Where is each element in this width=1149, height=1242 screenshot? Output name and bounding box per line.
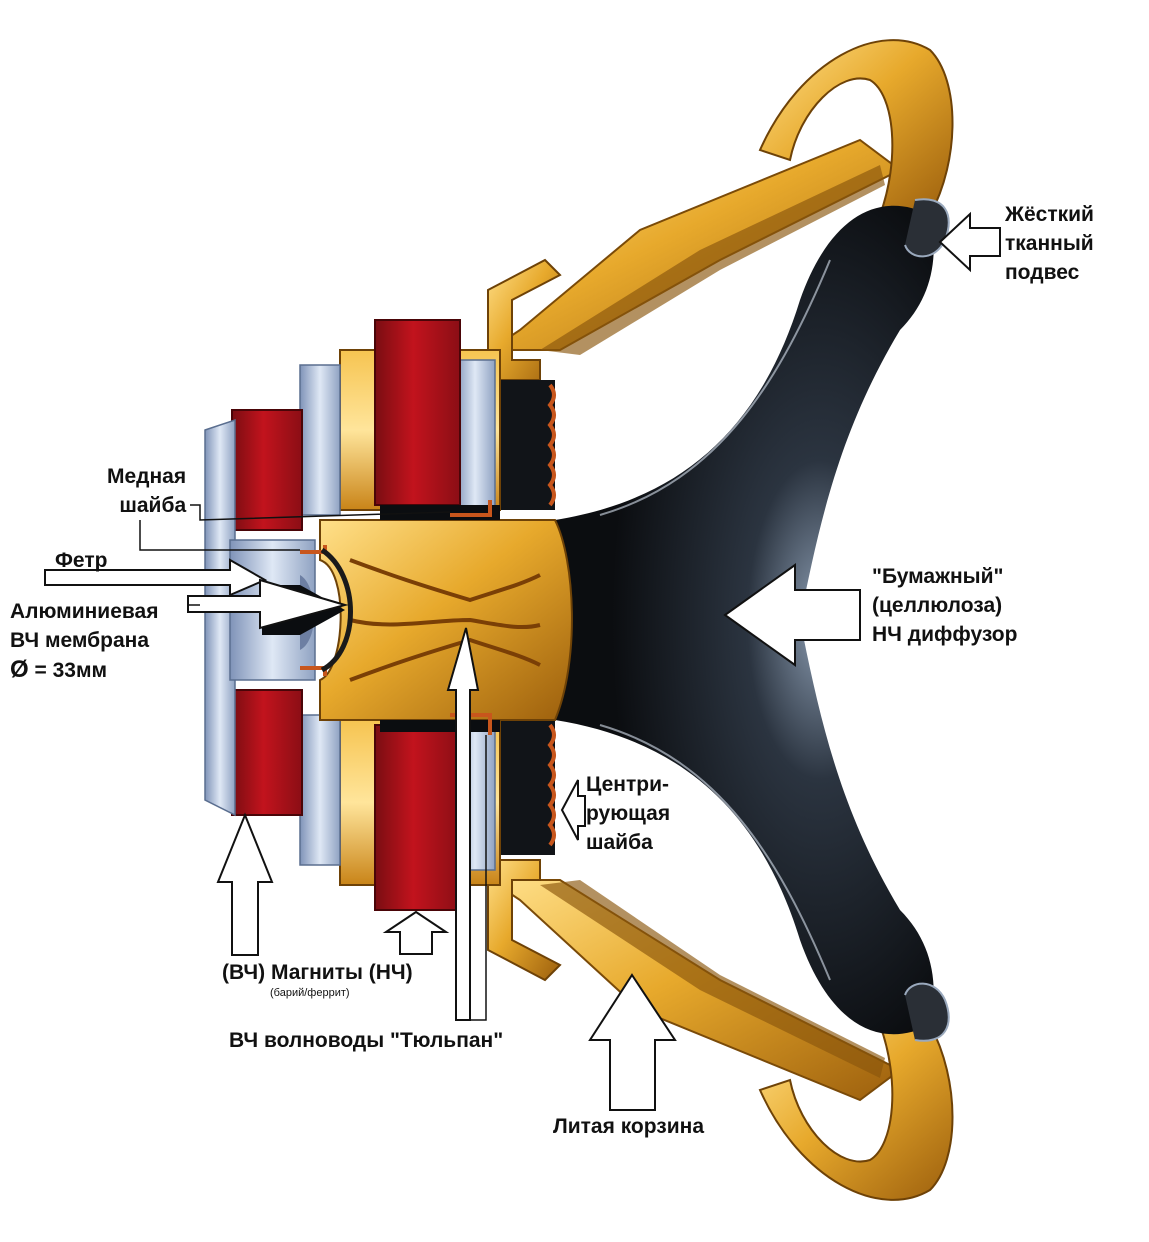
cast-basket	[486, 39, 954, 1201]
callout-arrows	[44, 211, 1001, 1111]
label-magnets-text: (ВЧ) Магниты (НЧ)	[222, 961, 413, 984]
spacer-ring-top	[299, 364, 341, 516]
label-copper-washer: Медная шайба	[107, 462, 186, 520]
label-spider: Центри- рующая шайба	[586, 770, 670, 857]
blue-plate-top	[454, 359, 496, 511]
hf-dome	[320, 547, 353, 673]
arrow-suspension-icon	[938, 211, 1001, 273]
cone-highlight-bottom	[599, 724, 831, 981]
label-magnets: (ВЧ) Магниты (НЧ)	[222, 958, 413, 987]
label-cone-line1: "Бумажный"	[872, 565, 1004, 588]
gap-bottom	[380, 720, 500, 732]
hf-magnet-top	[231, 409, 303, 531]
label-suspension-line3: подвес	[1005, 261, 1080, 284]
basket-flange-bottom	[487, 859, 562, 982]
waveguide-channel-2	[349, 617, 541, 630]
label-hf-membrane-line2: ВЧ мембрана	[10, 629, 149, 652]
label-suspension: Жёсткий тканный подвес	[1005, 200, 1094, 287]
label-cone: "Бумажный" (целлюлоза) НЧ диффузор	[872, 562, 1017, 649]
label-copper-washer-line2: шайба	[119, 494, 187, 517]
label-waveguides: ВЧ волноводы "Тюльпан"	[229, 1026, 503, 1055]
magnet-assembly	[204, 319, 573, 911]
label-magnets-material: (барий/феррит)	[270, 987, 350, 1000]
label-hf-membrane-line1: Алюминиевая	[10, 600, 159, 623]
basket-strut-top-inner	[540, 165, 885, 355]
label-spider-line3: шайба	[586, 831, 653, 854]
leader-waveguide-2	[470, 735, 487, 1021]
arrow-felt-icon	[44, 558, 268, 597]
label-hf-membrane-diameter: = 33мм	[34, 659, 108, 682]
label-felt-text: Фетр	[55, 549, 108, 572]
cone-highlight-top	[599, 259, 831, 516]
spider-holder-top	[500, 380, 555, 510]
hf-magnet-bottom	[231, 689, 303, 816]
spider-wave-top	[547, 383, 556, 507]
leader-copper-washer-hf	[139, 520, 300, 551]
spacer-ring-bottom	[299, 714, 341, 866]
label-waveguides-text: ВЧ волноводы "Тюльпан"	[229, 1029, 504, 1052]
basket-strut-bottom-inner	[540, 880, 885, 1078]
lf-magnet-bottom	[374, 724, 461, 911]
label-hf-membrane-line3: Ø = 33мм	[10, 655, 158, 685]
arrow-cone-icon	[723, 563, 861, 667]
leader-copper-washer	[190, 504, 451, 521]
label-cone-line2: (целлюлоза)	[872, 594, 1003, 617]
copper-washer-top	[450, 500, 492, 517]
label-copper-washer-line1: Медная	[107, 465, 187, 488]
arrow-membrane-icon	[187, 578, 349, 630]
label-basket: Литая корзина	[553, 1112, 704, 1141]
label-suspension-line1: Жёсткий	[1005, 203, 1094, 226]
lf-magnet-top	[374, 319, 461, 506]
leader-lines	[139, 504, 487, 1021]
arrow-spider-icon	[560, 779, 586, 841]
label-spider-line2: рующая	[586, 802, 671, 825]
spider	[500, 380, 556, 855]
arrow-hf-magnet-icon	[216, 812, 274, 956]
label-magnets-material-text: (барий/феррит)	[270, 987, 350, 999]
waveguide-channel-1	[349, 558, 541, 603]
arrow-waveguide-icon	[446, 627, 480, 1021]
arrow-lf-magnet-icon	[382, 910, 450, 955]
label-felt: Фетр	[55, 546, 107, 575]
label-cone-line3: НЧ диффузор	[872, 623, 1018, 646]
label-basket-text: Литая корзина	[553, 1115, 705, 1138]
label-spider-line1: Центри-	[586, 773, 669, 796]
label-hf-membrane: Алюминиевая ВЧ мембрана Ø = 33мм	[10, 597, 158, 685]
spider-holder-bottom	[500, 720, 555, 855]
surround-bottom	[904, 982, 950, 1042]
diameter-symbol: Ø	[10, 656, 29, 683]
spider-wave-bottom	[547, 723, 556, 847]
arrow-basket-icon	[588, 973, 677, 1111]
label-suspension-line2: тканный	[1005, 232, 1094, 255]
